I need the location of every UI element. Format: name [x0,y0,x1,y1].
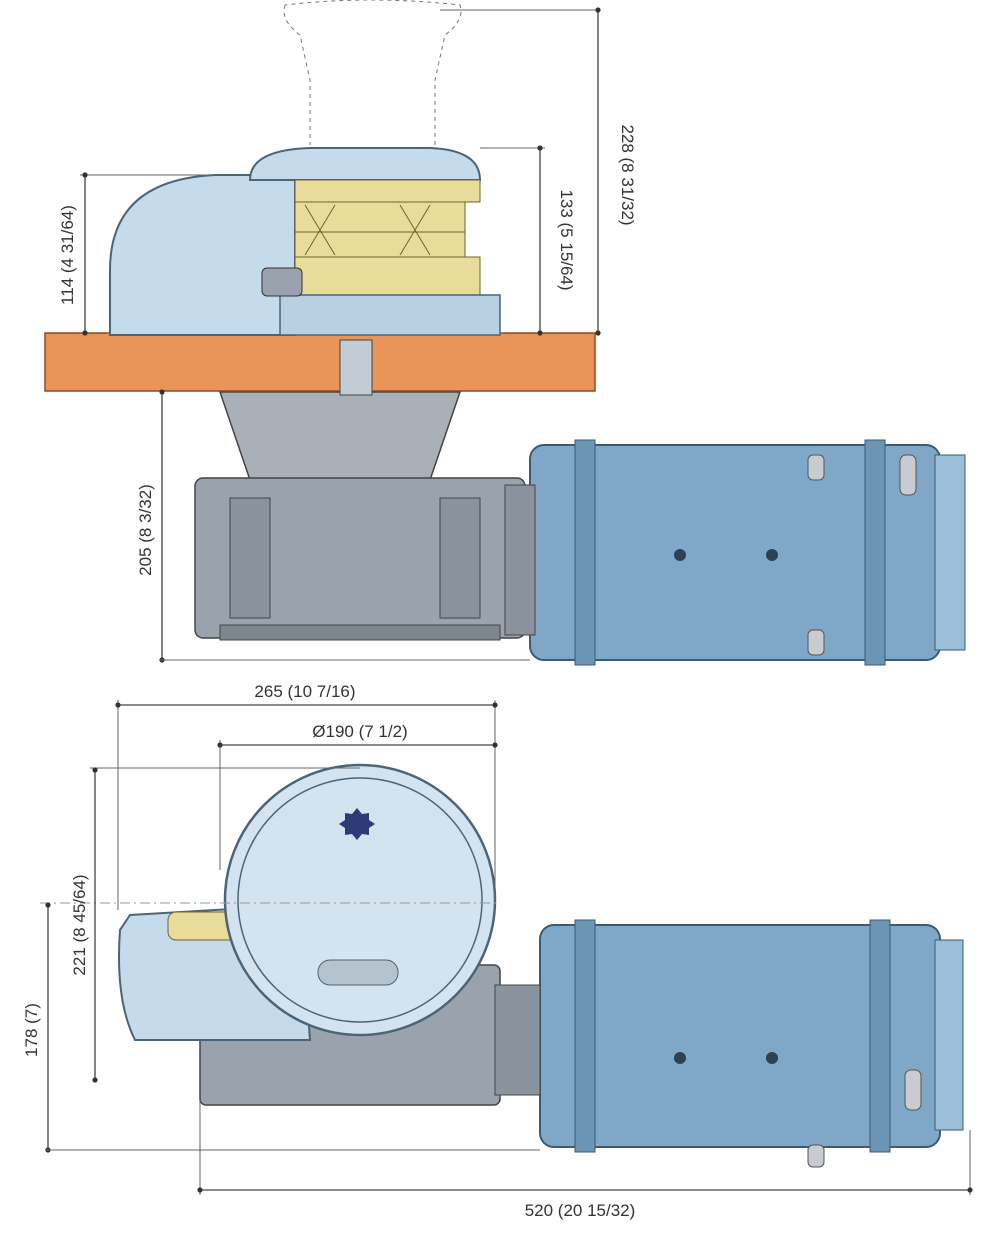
dim-housing-height: 114 (4 31/64) [58,205,77,305]
cover-dome [248,147,482,181]
cap-outline-dashed [283,0,462,145]
side-view [44,0,966,666]
side-dimension-lines [80,7,601,663]
cover-top [223,763,497,1037]
dim-total-height-with-cap: 228 (8 31/32) [618,124,637,225]
gearbox [194,391,536,641]
deck-cap-star-icon [339,808,375,840]
dim-below-deck-depth: 205 (8 3/32) [136,484,155,576]
top-dimension-lines [45,700,973,1195]
base-plate [279,294,501,336]
motor [529,439,966,666]
deck [44,332,596,392]
shaft [339,339,373,396]
dim-gypsy-height: 133 (5 15/64) [557,189,576,290]
chain-pipe-housing [109,174,296,336]
gypsy [294,179,481,298]
logo-badge [317,959,399,986]
motor-top [539,919,964,1168]
dim-overall-length: 520 (20 15/32) [525,1201,636,1220]
chain-stripper [261,267,303,297]
dim-cover-diameter: Ø190 (7 1/2) [312,722,407,741]
top-view [40,763,964,1168]
dim-overall-depth: 221 (8 45/64) [70,874,89,975]
dim-overall-width: 265 (10 7/16) [254,682,355,701]
dim-centerline-height: 178 (7) [22,1003,41,1057]
